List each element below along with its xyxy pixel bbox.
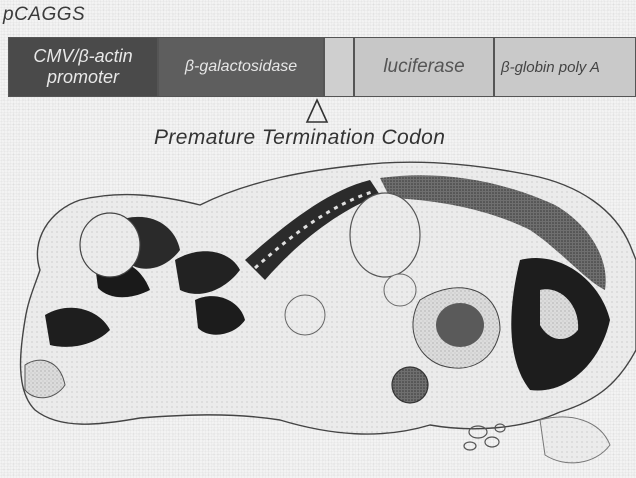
premature-termination-codon-label: Premature Termination Codon [154, 126, 445, 150]
bgal-label: β-galactosidase [185, 58, 297, 76]
embryo-tissue-section [0, 150, 636, 478]
segment-luciferase: luciferase [354, 37, 494, 97]
plasmid-construct-bar: CMV/β-actin promoter β-galactosidase luc… [8, 37, 636, 97]
globin-label: β-globin poly A [501, 59, 600, 76]
promoter-label-line1: CMV/β-actin [33, 46, 132, 67]
vector-name: pCAGGS [3, 4, 85, 26]
promoter-label-line2: promoter [47, 67, 119, 88]
segment-promoter: CMV/β-actin promoter [8, 37, 158, 97]
segment-spacer [324, 37, 354, 97]
segment-beta-globin-polya: β-globin poly A [494, 37, 636, 97]
triangle-marker-icon [305, 97, 329, 125]
segment-beta-galactosidase: β-galactosidase [158, 37, 324, 97]
luciferase-label: luciferase [383, 56, 464, 78]
